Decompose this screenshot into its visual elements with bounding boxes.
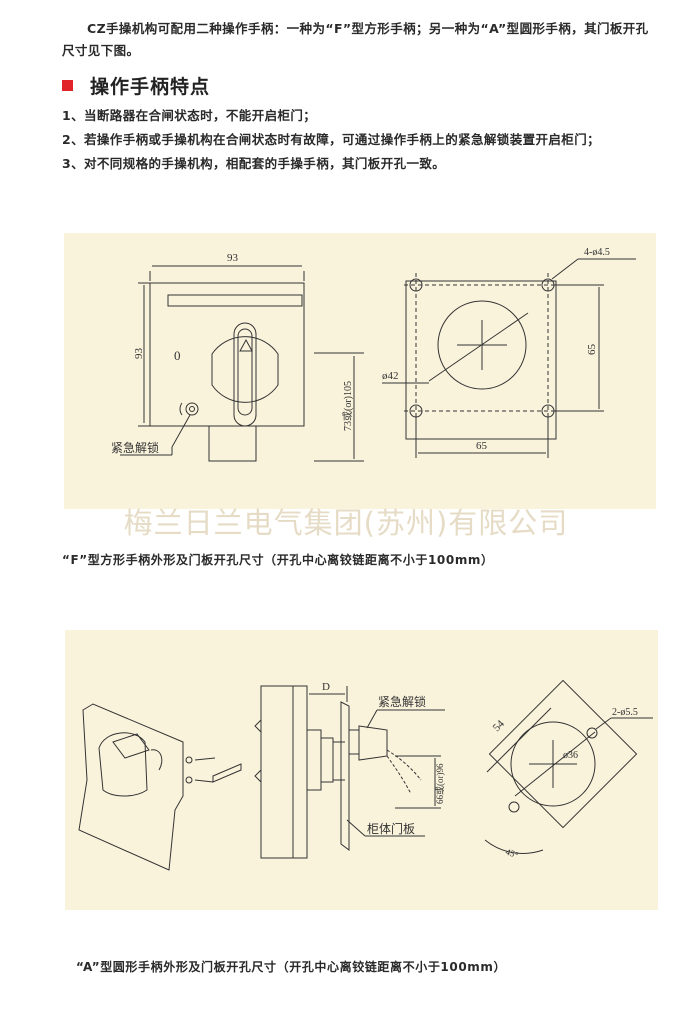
features-list: 1、当断路器在合闸状态时，不能开启柜门； 2、若操作手柄或手操机构在合闸状态时有… bbox=[62, 104, 652, 176]
diameter-label-a: ø36 bbox=[563, 750, 578, 761]
figure-a-drawing: D 紧急解锁 柜体门板 66或(or)96 54 2-ø5.5 ø36 45° bbox=[78, 679, 653, 871]
dim-65-horizontal: 65 bbox=[476, 440, 488, 452]
dim-54-label: 54 bbox=[491, 718, 508, 735]
emergency-unlock-label-a: 紧急解锁 bbox=[378, 694, 426, 709]
section-heading: 操作手柄特点 bbox=[62, 71, 210, 99]
feature-item-3: 3、对不同规格的手操机构，相配套的手操手柄，其门板开孔一致。 bbox=[62, 156, 446, 171]
hole-label: 4-ø4.5 bbox=[584, 247, 610, 258]
watermark-text: 梅兰日兰电气集团(苏州)有限公司 bbox=[123, 506, 569, 540]
diameter-label: ø42 bbox=[382, 370, 399, 382]
feature-item-2: 2、若操作手柄或手操机构在合闸状态时有故障，可通过操作手柄上的紧急解锁装置开启柜… bbox=[62, 132, 600, 147]
red-square-icon bbox=[62, 79, 73, 91]
dim-d-label: D bbox=[322, 681, 330, 693]
caption-f-type: “F”型方形手柄外形及门板开孔尺寸（开孔中心离铰链距离不小于100mm） bbox=[62, 553, 494, 567]
figure-a-panel: D 紧急解锁 柜体门板 66或(or)96 54 2-ø5.5 ø36 45° bbox=[65, 630, 658, 910]
figure-f-panel: 93 93 0 73或(or)105 紧急解锁 4-ø4.5 65 65 ø42 bbox=[64, 233, 656, 509]
cabinet-door-label: 柜体门板 bbox=[367, 821, 415, 836]
dim-width-label: 93 bbox=[227, 252, 239, 264]
hole-label-a: 2-ø5.5 bbox=[612, 707, 638, 718]
caption-a-type: “A”型圆形手柄外形及门板开孔尺寸（开孔中心离铰链距离不小于100mm） bbox=[76, 960, 507, 974]
dim-65-vertical: 65 bbox=[586, 344, 598, 356]
emergency-unlock-label: 紧急解锁 bbox=[111, 440, 159, 455]
dim-depth-label-a: 66或(or)96 bbox=[434, 763, 445, 804]
zero-mark: 0 bbox=[174, 348, 181, 363]
section-title: 操作手柄特点 bbox=[90, 75, 211, 98]
dim-height-label: 93 bbox=[133, 348, 145, 360]
feature-item-1: 1、当断路器在合闸状态时，不能开启柜门； bbox=[62, 108, 317, 123]
figure-f-drawing: 93 93 0 73或(or)105 紧急解锁 4-ø4.5 65 65 ø42 bbox=[111, 247, 636, 462]
angle-label: 45° bbox=[504, 846, 520, 860]
dim-depth-label: 73或(or)105 bbox=[342, 381, 354, 431]
intro-paragraph: CZ手操机构可配用二种操作手柄：一种为“F”型方形手柄；另一种为“A”型圆形手柄… bbox=[62, 21, 649, 58]
